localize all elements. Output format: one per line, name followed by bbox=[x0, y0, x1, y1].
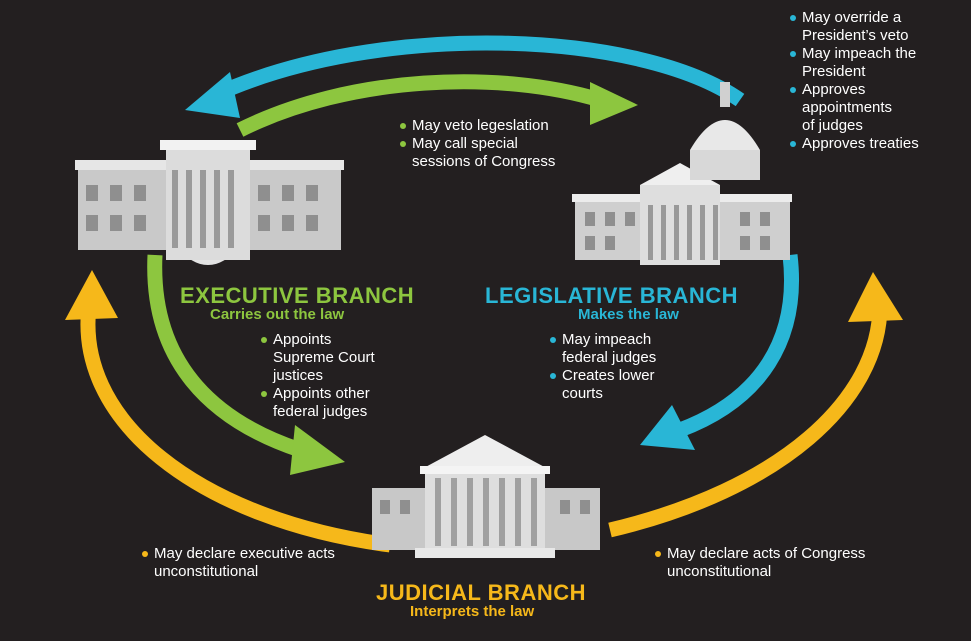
legislative-checks-judicial: May impeach federal judges Creates lower… bbox=[550, 331, 680, 403]
bullet-icon bbox=[550, 373, 556, 379]
executive-checks-judicial: Appoints Supreme Court justices Appoints… bbox=[261, 331, 391, 421]
list-item: Appoints Supreme Court justices bbox=[261, 331, 391, 385]
gold-arrow-left bbox=[80, 298, 391, 553]
gold-arrowhead-up-right bbox=[848, 272, 903, 322]
check-text: May declare acts of Congress unconstitut… bbox=[667, 545, 866, 580]
list-item: Approves treaties bbox=[790, 135, 960, 153]
check-text: May impeach federal judges bbox=[562, 331, 657, 366]
green-arrow-left bbox=[147, 254, 303, 458]
blue-arrowhead-left bbox=[185, 72, 240, 118]
blue-arrowhead-down bbox=[640, 405, 695, 450]
bullet-icon bbox=[142, 551, 148, 557]
list-item: May declare executive acts unconstitutio… bbox=[142, 545, 352, 581]
judicial-checks-executive: May declare executive acts unconstitutio… bbox=[142, 545, 352, 581]
judicial-subtitle: Interprets the law bbox=[410, 603, 535, 620]
check-text: May veto legeslation bbox=[412, 117, 549, 134]
check-text: Approves treaties bbox=[802, 135, 919, 152]
bullet-icon bbox=[790, 141, 796, 147]
bullet-icon bbox=[790, 51, 796, 57]
check-text: May override a President’s veto bbox=[802, 9, 909, 44]
bullet-icon bbox=[261, 391, 267, 397]
list-item: May call special sessions of Congress bbox=[400, 135, 580, 171]
executive-title: EXECUTIVE BRANCH bbox=[180, 283, 415, 308]
list-item: May declare acts of Congress unconstitut… bbox=[655, 545, 895, 581]
legislative-subtitle: Makes the law bbox=[578, 306, 679, 323]
check-text: May impeach the President bbox=[802, 45, 917, 80]
gold-arrow-right bbox=[608, 304, 888, 538]
executive-checks-legislative: May veto legeslation May call special se… bbox=[400, 117, 580, 171]
check-text: Appoints other federal judges bbox=[273, 385, 370, 420]
legislative-title: LEGISLATIVE BRANCH bbox=[485, 283, 739, 308]
bullet-icon bbox=[790, 87, 796, 93]
check-text: Appoints Supreme Court justices bbox=[273, 331, 375, 384]
list-item: May override a President’s veto bbox=[790, 9, 960, 45]
bullet-icon bbox=[550, 337, 556, 343]
supreme-court-icon bbox=[372, 435, 600, 558]
bullet-icon bbox=[400, 141, 406, 147]
list-item: Approves appointments of judges bbox=[790, 81, 902, 135]
check-text: Creates lower courts bbox=[562, 367, 655, 402]
gold-arrowhead-up-left bbox=[65, 270, 118, 320]
list-item: May impeach the President bbox=[790, 45, 960, 81]
green-arrowhead-right bbox=[590, 82, 638, 125]
check-text: Approves appointments of judges bbox=[802, 81, 893, 134]
green-arrow-top bbox=[236, 74, 603, 137]
blue-arrow-right bbox=[677, 254, 799, 438]
white-house-icon bbox=[75, 140, 344, 265]
blue-arrow-top bbox=[211, 35, 745, 107]
list-item: May impeach federal judges bbox=[550, 331, 680, 367]
bullet-icon bbox=[790, 15, 796, 21]
check-text: May declare executive acts unconstitutio… bbox=[154, 545, 335, 580]
list-item: Appoints other federal judges bbox=[261, 385, 391, 421]
check-text: May call special sessions of Congress bbox=[412, 135, 556, 170]
judicial-checks-legislative: May declare acts of Congress unconstitut… bbox=[655, 545, 895, 581]
judicial-title: JUDICIAL BRANCH bbox=[376, 580, 586, 605]
list-item: May veto legeslation bbox=[400, 117, 580, 135]
list-item: Creates lower courts bbox=[550, 367, 680, 403]
capitol-icon bbox=[572, 82, 792, 265]
bullet-icon bbox=[655, 551, 661, 557]
legislative-checks-executive: May override a President’s veto May impe… bbox=[790, 9, 960, 153]
bullet-icon bbox=[400, 123, 406, 129]
executive-subtitle: Carries out the law bbox=[210, 306, 345, 323]
bullet-icon bbox=[261, 337, 267, 343]
green-arrowhead-down bbox=[290, 425, 345, 475]
